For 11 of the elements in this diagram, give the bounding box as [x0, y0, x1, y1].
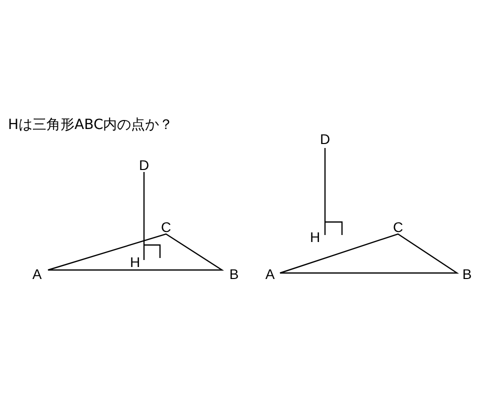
- point-label: A: [32, 266, 42, 282]
- point-label: B: [462, 266, 472, 282]
- point-label: C: [392, 219, 404, 235]
- point-label: B: [229, 266, 239, 282]
- point-label: H: [130, 254, 140, 270]
- point-label: C: [160, 219, 172, 235]
- point-label: A: [265, 266, 275, 282]
- point-label: D: [320, 131, 330, 147]
- point-label: H: [310, 229, 320, 245]
- question-title: Hは三角形ABC内の点か？: [8, 116, 174, 134]
- point-label: D: [138, 157, 150, 173]
